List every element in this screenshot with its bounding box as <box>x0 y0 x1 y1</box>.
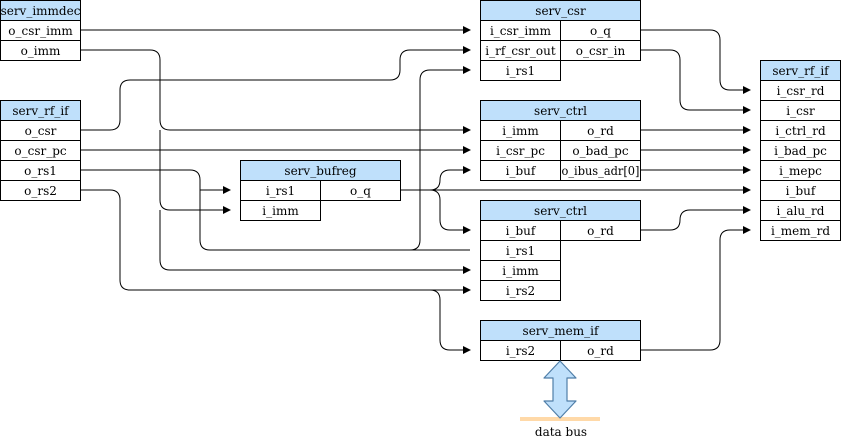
wire-rs1-to-bufreg <box>80 169 231 194</box>
port-i-csr-rd: i_csr_rd <box>777 84 825 98</box>
port-i-bad-pc: i_bad_pc <box>774 144 827 158</box>
block-serv-immdec: serv_immdec o_csr_imm o_imm <box>0 0 81 61</box>
block-serv-mem-if: serv_mem_if i_rs2 o_rd <box>480 320 641 361</box>
block-title: serv_mem_if <box>523 324 600 338</box>
wire-rs2-to-memif <box>429 289 471 354</box>
block-title: serv_ctrl <box>534 204 587 218</box>
wire-mem-rd <box>640 226 751 351</box>
connections <box>80 26 751 354</box>
block-serv-ctrl-upper: serv_ctrl i_imm i_csr_pc i_buf o_rd o_ba… <box>480 100 641 181</box>
port-i-rs1: i_rs1 <box>506 64 535 78</box>
port-o-imm: o_imm <box>21 44 61 58</box>
port-o-q: o_q <box>590 24 611 38</box>
port-i-csr: i_csr <box>786 104 815 118</box>
port-o-rs1: o_rs1 <box>24 164 57 178</box>
port-o-csr: o_csr <box>25 124 57 138</box>
port-i-mem-rd: i_mem_rd <box>771 224 830 238</box>
port-i-buf: i_buf <box>506 164 537 178</box>
port-o-q: o_q <box>350 184 371 198</box>
wire-imm-to-ctrl <box>80 49 471 134</box>
port-i-ctrl-rd: i_ctrl_rd <box>775 124 826 138</box>
port-i-csr-pc: i_csr_pc <box>496 144 545 158</box>
wire-bufreg-to-ctrl-a <box>429 166 471 191</box>
port-o-csr-in: o_csr_in <box>576 44 626 58</box>
port-o-rd: o_rd <box>587 124 614 138</box>
block-serv-csr: serv_csr i_csr_imm i_rf_csr_out i_rs1 o_… <box>480 0 641 81</box>
wire-imm-to-bufreg <box>159 130 231 214</box>
port-o-ibus-adr: o_ibus_adr[0] <box>562 164 640 178</box>
port-o-rd: o_rd <box>587 344 614 358</box>
port-i-buf: i_buf <box>506 224 537 238</box>
port-i-rs1: i_rs1 <box>506 244 535 258</box>
wire-rs1-to-csr <box>409 66 471 251</box>
block-title: serv_ctrl <box>534 104 587 118</box>
block-serv-rf-if-right: serv_rf_if i_csr_rd i_csr i_ctrl_rd i_ba… <box>760 60 841 241</box>
port-i-rs1: i_rs1 <box>266 184 295 198</box>
block-title: serv_rf_if <box>12 104 70 118</box>
wire-bufreg-to-ctrl-b <box>429 189 471 234</box>
block-title: serv_rf_if <box>772 64 830 78</box>
wire-rs1-to-ctrl-b <box>199 190 470 251</box>
block-title: serv_csr <box>535 4 586 18</box>
bidirectional-arrow-icon <box>543 360 577 419</box>
wire-imm-to-ctrl-b <box>159 210 471 274</box>
port-i-csr-imm: i_csr_imm <box>490 24 552 38</box>
port-o-bad-pc: o_bad_pc <box>572 144 628 158</box>
block-serv-bufreg: serv_bufreg i_rs1 o_q i_imm <box>240 160 401 221</box>
port-i-imm: i_imm <box>262 204 299 218</box>
wire-rf-csr-out <box>80 46 471 131</box>
port-i-rs2: i_rs2 <box>506 284 535 298</box>
port-i-rf-csr-out: i_rf_csr_out <box>485 44 556 58</box>
port-i-rs2: i_rs2 <box>506 344 535 358</box>
port-i-imm: i_imm <box>502 124 539 138</box>
port-o-rs2: o_rs2 <box>24 184 57 198</box>
block-title: serv_bufreg <box>284 164 356 178</box>
block-serv-rf-if-left: serv_rf_if o_csr o_csr_pc o_rs1 o_rs2 <box>0 100 81 201</box>
data-bus-label: data bus <box>535 425 587 438</box>
port-o-rd: o_rd <box>587 224 614 238</box>
port-o-csr-imm: o_csr_imm <box>8 24 73 38</box>
port-i-mepc: i_mepc <box>779 164 822 178</box>
block-title: serv_immdec <box>1 4 81 18</box>
wire-alu-rd <box>640 206 751 231</box>
wire-csr-q <box>640 29 751 94</box>
port-i-buf: i_buf <box>786 184 817 198</box>
block-serv-ctrl-lower: serv_ctrl i_buf i_rs1 i_imm i_rs2 o_rd <box>480 200 641 301</box>
wire-rs2-to-ctrl-b <box>80 189 471 294</box>
wire-csr-in <box>640 49 751 114</box>
data-bus: data bus <box>520 360 600 438</box>
port-o-csr-pc: o_csr_pc <box>14 144 67 158</box>
port-i-alu-rd: i_alu_rd <box>777 204 825 218</box>
port-i-imm: i_imm <box>502 264 539 278</box>
